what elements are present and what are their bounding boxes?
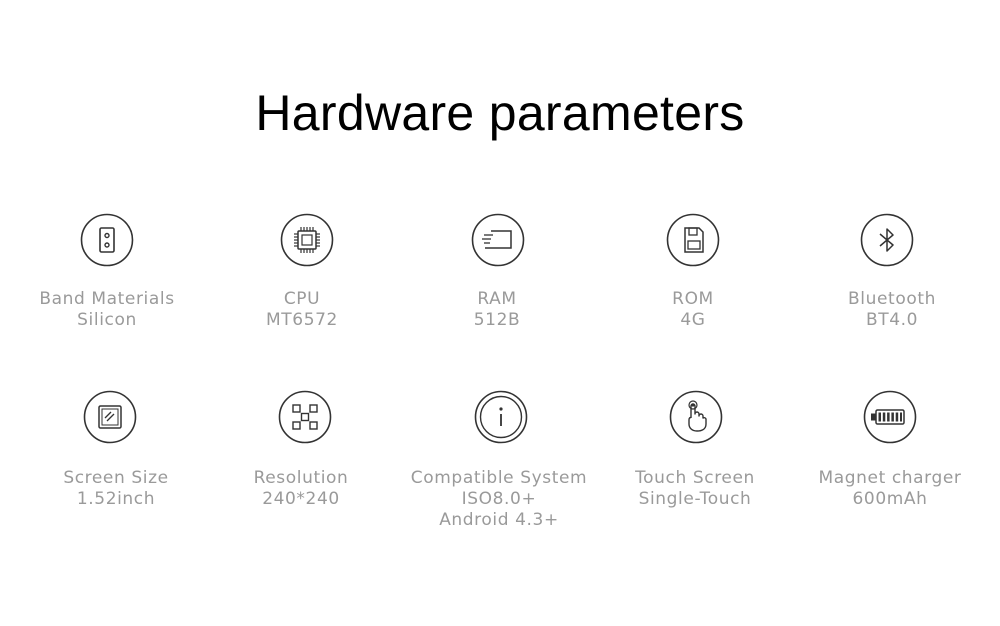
spec-label: Compatible System ISO8.0+ Android 4.3+ <box>399 468 599 531</box>
spec-name: ROM <box>672 289 714 309</box>
spec-label: Resolution 240*240 <box>201 468 401 510</box>
spec-label: Screen Size 1.52inch <box>16 468 216 510</box>
spec-label: Magnet charger 600mAh <box>790 468 990 510</box>
ram-card-icon <box>471 213 525 267</box>
spec-value: 4G <box>680 310 706 330</box>
spec-value: BT4.0 <box>865 310 919 330</box>
band-icon <box>80 213 134 267</box>
spec-name: Touch Screen <box>635 468 755 488</box>
spec-name: CPU <box>283 289 321 309</box>
spec-name: Band Materials <box>39 289 175 309</box>
spec-value: 600mAh <box>852 489 928 509</box>
spec-value: 512B <box>473 310 521 330</box>
spec-name: Resolution <box>253 468 349 488</box>
spec-value: ISO8.0+ <box>461 489 537 509</box>
spec-value: MT6572 <box>266 310 338 330</box>
page-title: Hardware parameters <box>255 85 745 141</box>
spec-label: Bluetooth BT4.0 <box>792 289 992 331</box>
spec-value: Single-Touch <box>638 489 752 509</box>
spec-name: Compatible System <box>410 468 588 488</box>
screen-icon <box>83 390 137 444</box>
spec-name: RAM <box>477 289 517 309</box>
spec-label: Band Materials Silicon <box>7 289 207 331</box>
spec-label: ROM 4G <box>593 289 793 331</box>
spec-name: Magnet charger <box>818 468 962 488</box>
spec-name: Bluetooth <box>848 289 936 309</box>
resolution-grid-icon <box>278 390 332 444</box>
spec-label: CPU MT6572 <box>202 289 402 331</box>
spec-value: 1.52inch <box>76 489 156 509</box>
spec-label: Touch Screen Single-Touch <box>595 468 795 510</box>
bluetooth-icon <box>860 213 914 267</box>
spec-value: Silicon <box>77 310 137 330</box>
spec-name: Screen Size <box>63 468 169 488</box>
spec-value: Android 4.3+ <box>439 510 559 530</box>
cpu-chip-icon <box>280 213 334 267</box>
spec-label: RAM 512B <box>397 289 597 331</box>
spec-value: 240*240 <box>262 489 340 509</box>
battery-icon <box>863 390 917 444</box>
touch-finger-icon <box>669 390 723 444</box>
info-icon <box>474 390 528 444</box>
sd-card-icon <box>666 213 720 267</box>
